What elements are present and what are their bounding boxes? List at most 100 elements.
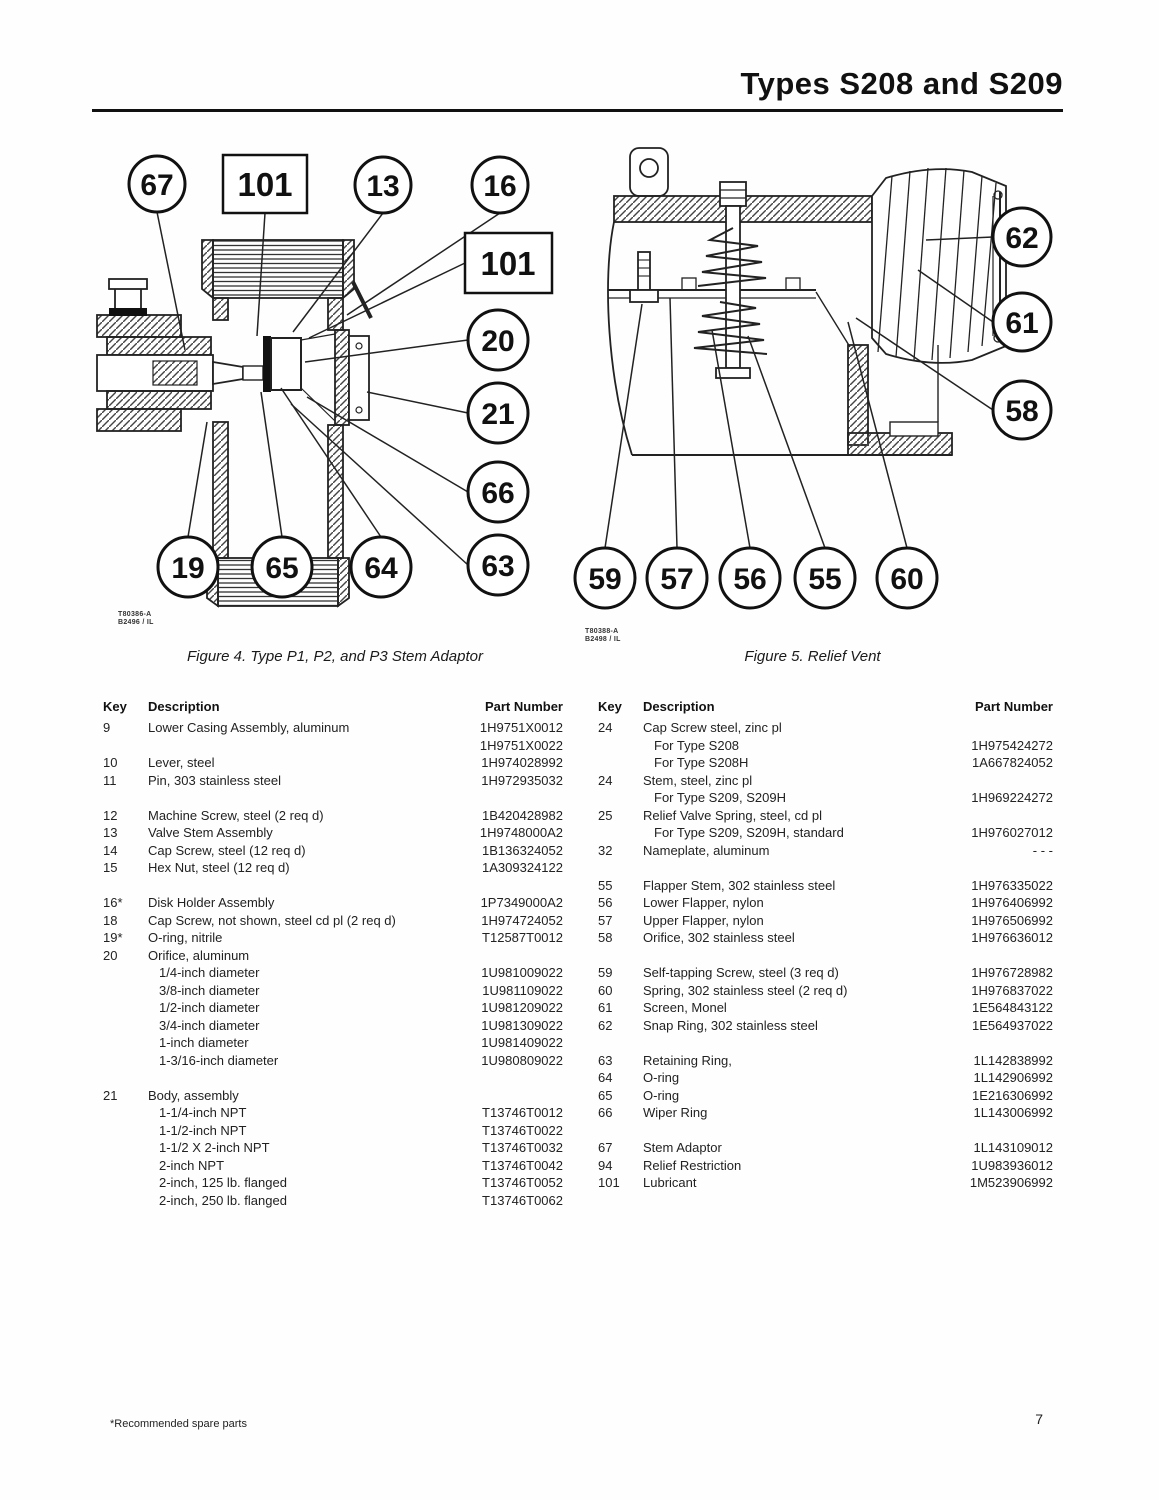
column-header-description: Description [643, 699, 715, 714]
part-number: 1H976335022 [971, 877, 1053, 893]
part-number: 1L143006992 [973, 1105, 1053, 1120]
callout-fig4-67: 67 [127, 154, 187, 214]
part-key: 63 [598, 1052, 613, 1068]
part-number: T13746T0032 [482, 1140, 563, 1155]
figure4-caption: Figure 4. Type P1, P2, and P3 Stem Adapt… [187, 648, 483, 665]
svg-text:66: 66 [481, 477, 514, 510]
svg-text:64: 64 [364, 552, 398, 585]
part-number: 1H976027012 [971, 825, 1053, 840]
callout-fig4-16: 16 [470, 155, 530, 215]
svg-text:63: 63 [481, 550, 514, 583]
part-description: Disk Holder Assembly [148, 895, 275, 910]
part-number: 1H975424272 [971, 737, 1053, 753]
part-description: Lower Flapper, nylon [643, 895, 764, 910]
figure4-stem-adaptor-diagram: 67 101 13 16 101 20 21 66 [96, 153, 554, 608]
part-number: 1L143109012 [973, 1140, 1053, 1155]
table-spacer-row [598, 1122, 1053, 1140]
part-number: 1H976837022 [971, 982, 1053, 998]
callout-fig4-101-lower: 101 [463, 231, 554, 295]
part-key: 24 [598, 720, 613, 735]
part-key: 9 [103, 720, 111, 735]
callout-fig4-65: 65 [250, 535, 314, 599]
part-number: 1H974724052 [481, 912, 563, 928]
svg-text:65: 65 [265, 552, 298, 585]
callout-fig4-64: 64 [349, 535, 413, 599]
svg-text:57: 57 [660, 563, 693, 596]
part-number: 1P7349000A2 [480, 895, 563, 910]
svg-text:101: 101 [480, 245, 535, 282]
svg-text:59: 59 [588, 563, 621, 596]
part-description: O-ring [643, 1087, 680, 1103]
column-header-key: Key [103, 699, 127, 714]
figure5-leader-lines [604, 236, 994, 549]
part-number: 1L142906992 [973, 1070, 1053, 1085]
part-number: 1H976506992 [971, 912, 1053, 928]
svg-text:101: 101 [237, 166, 292, 203]
svg-text:62: 62 [1005, 222, 1038, 255]
part-key: 15 [103, 860, 118, 875]
part-key: 24 [598, 772, 613, 788]
part-key: 18 [103, 912, 118, 928]
part-key: 56 [598, 895, 613, 910]
callout-fig4-21: 21 [466, 381, 530, 445]
part-number: 1H972935032 [481, 772, 563, 788]
table-row: 11 Pin, 303 stainless steel 1H972935032 [103, 772, 563, 790]
part-description: For Type S209, S209H [654, 790, 787, 805]
part-number: 1H976636012 [971, 930, 1053, 945]
part-key: 64 [598, 1070, 613, 1085]
part-number: 1U981109022 [482, 982, 563, 998]
svg-text:55: 55 [808, 563, 841, 596]
part-number: 1U981209022 [481, 1000, 563, 1015]
callout-fig4-20: 20 [466, 308, 530, 372]
part-key: 21 [103, 1087, 118, 1103]
table-spacer-row [598, 947, 1053, 965]
svg-text:58: 58 [1005, 395, 1038, 428]
part-description: 2-inch NPT [159, 1157, 225, 1173]
part-description: Pin, 303 stainless steel [148, 772, 281, 788]
part-description: O-ring [643, 1070, 680, 1085]
part-key: 65 [598, 1087, 613, 1103]
figure4-drawing-code: T80386-A B2496 / IL [118, 611, 154, 626]
table-row: 2-inch, 250 lb. flanged T13746T0062 [103, 1192, 563, 1210]
part-key: 19* [103, 930, 123, 945]
part-key: 11 [103, 772, 117, 788]
callout-fig4-66: 66 [466, 460, 530, 524]
page-title: Types S208 and S209 [740, 66, 1063, 101]
part-key: 67 [598, 1140, 613, 1155]
part-description: Stem, steel, zinc pl [643, 772, 753, 788]
part-key: 32 [598, 842, 613, 858]
part-number: 1B420428982 [482, 807, 563, 823]
part-description: 2-inch, 250 lb. flanged [159, 1192, 287, 1208]
callout-fig4-63: 63 [466, 533, 530, 597]
part-number: 1E564937022 [972, 1017, 1053, 1033]
part-description: Flapper Stem, 302 stainless steel [643, 877, 836, 893]
part-number: T13746T0052 [482, 1175, 563, 1190]
part-key: 66 [598, 1105, 613, 1120]
part-description: Self-tapping Screw, steel (3 req d) [643, 965, 839, 980]
part-key: 13 [103, 825, 118, 840]
part-number: 1E564843122 [972, 1000, 1053, 1015]
part-number: T13746T0062 [482, 1192, 563, 1208]
part-description: Retaining Ring, [643, 1052, 732, 1068]
part-number: 1A667824052 [972, 755, 1053, 770]
part-key: 10 [103, 755, 118, 770]
